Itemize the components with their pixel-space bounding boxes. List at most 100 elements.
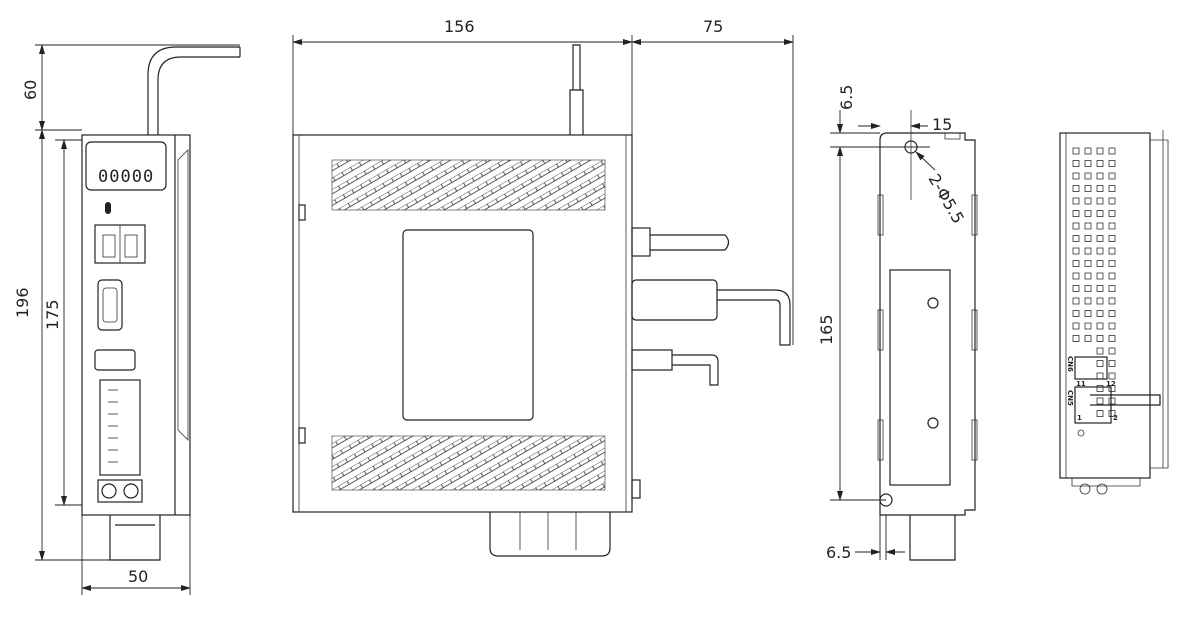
vent-slot: [1096, 247, 1104, 255]
vent-slot: [1096, 347, 1104, 355]
db-connector: [97, 279, 123, 331]
cn6-port: [1074, 356, 1108, 380]
label-window: [402, 229, 534, 421]
dim-body-height: 175: [43, 299, 62, 330]
vent-slot: [1084, 147, 1092, 155]
vent-slot: [1072, 322, 1080, 330]
vent-slot: [1108, 172, 1116, 180]
front-body: [81, 134, 191, 516]
label-cn5: CN5: [1066, 390, 1074, 406]
antenna-cable: [569, 44, 584, 135]
vent-slot: [1072, 197, 1080, 205]
vent-slot: [1096, 235, 1104, 242]
dim-bottom-offset: 6.5: [826, 543, 851, 562]
vent-slot: [1072, 272, 1080, 280]
cable: [147, 46, 240, 135]
display-panel: [85, 141, 167, 191]
vent-slot: [1108, 372, 1116, 380]
vent-bottom: [331, 435, 606, 491]
vent-slot: [1084, 310, 1092, 317]
vent-grid: [1072, 147, 1116, 417]
vent-slot: [1096, 297, 1104, 305]
connector-body: [1059, 132, 1151, 479]
vent-slot: [1084, 322, 1092, 330]
rear-view: 6.5 15 2-Φ5.5 165 6.5: [817, 85, 978, 562]
vent-slot: [1096, 410, 1104, 417]
side-body: [292, 134, 633, 513]
vent-slot: [1072, 235, 1080, 242]
vent-slot: [1072, 310, 1080, 317]
label-pin-1: 1: [1077, 414, 1082, 422]
vent-slot: [1108, 322, 1116, 330]
display-digits: 00000: [98, 167, 154, 187]
vent-slot: [1084, 222, 1092, 230]
dim-cable-height: 60: [21, 80, 40, 100]
dim-width: 50: [128, 567, 148, 586]
dim-total-height: 196: [13, 287, 32, 318]
vent-slot: [1096, 360, 1104, 367]
dim-top-offset: 6.5: [837, 85, 856, 110]
dim-holes: 2-Φ5.5: [925, 171, 968, 227]
vent-slot: [1096, 210, 1104, 217]
mounting-plate: [889, 269, 951, 486]
vent-slot: [1096, 385, 1104, 392]
rear-body: [879, 132, 976, 516]
vent-slot: [1084, 160, 1092, 167]
vent-slot: [1108, 147, 1116, 155]
vent-slot: [1108, 210, 1116, 217]
vent-slot: [1072, 285, 1080, 292]
vent-slot: [1084, 247, 1092, 255]
vent-slot: [1072, 185, 1080, 192]
vent-slot: [1084, 272, 1092, 280]
label-pin-11: 11: [1076, 380, 1086, 388]
vent-slot: [1072, 335, 1080, 342]
dim-hole-pitch: 165: [817, 314, 836, 345]
vent-slot: [1072, 247, 1080, 255]
vent-slot: [1072, 172, 1080, 180]
vent-slot: [1108, 310, 1116, 317]
vent-slot: [1108, 222, 1116, 230]
label-pin-12: 12: [1106, 380, 1116, 388]
screw-icon: [101, 483, 117, 499]
vent-slot: [1096, 147, 1104, 155]
io-terminal-block: [99, 379, 141, 476]
vent-slot: [1096, 197, 1104, 205]
vent-slot: [1108, 247, 1116, 255]
vent-slot: [1108, 410, 1116, 417]
encoder-connector: [94, 349, 136, 371]
label-cn6: CN6: [1066, 356, 1074, 372]
vent-slot: [1096, 322, 1104, 330]
vent-slot: [1084, 235, 1092, 242]
vent-slot: [1108, 285, 1116, 292]
vent-slot: [1096, 222, 1104, 230]
vent-slot: [1096, 335, 1104, 342]
vent-slot: [1084, 172, 1092, 180]
front-view: 00000 60 196 175 50: [13, 44, 241, 595]
vent-slot: [1072, 160, 1080, 167]
vent-slot: [1108, 297, 1116, 305]
screw-icon: [123, 483, 139, 499]
vent-slot: [1084, 210, 1092, 217]
vent-slot: [1096, 285, 1104, 292]
vent-slot: [1108, 397, 1116, 405]
vent-slot: [1108, 235, 1116, 242]
vent-slot: [1108, 335, 1116, 342]
vent-slot: [1108, 160, 1116, 167]
side-view: 156 75: [292, 17, 794, 557]
vent-slot: [1108, 197, 1116, 205]
dim-cable-clearance: 75: [703, 17, 723, 36]
vent-slot: [1108, 385, 1116, 392]
vent-slot: [1096, 185, 1104, 192]
vent-slot: [1096, 160, 1104, 167]
vent-slot: [1096, 272, 1104, 280]
vent-slot: [1084, 297, 1092, 305]
vent-slot: [1072, 260, 1080, 267]
vent-slot: [1096, 397, 1104, 405]
status-led: [105, 202, 111, 214]
vent-slot: [1084, 260, 1092, 267]
vent-slot: [1108, 360, 1116, 367]
vent-slot: [1084, 285, 1092, 292]
vent-slot: [1096, 260, 1104, 267]
vent-slot: [1072, 210, 1080, 217]
